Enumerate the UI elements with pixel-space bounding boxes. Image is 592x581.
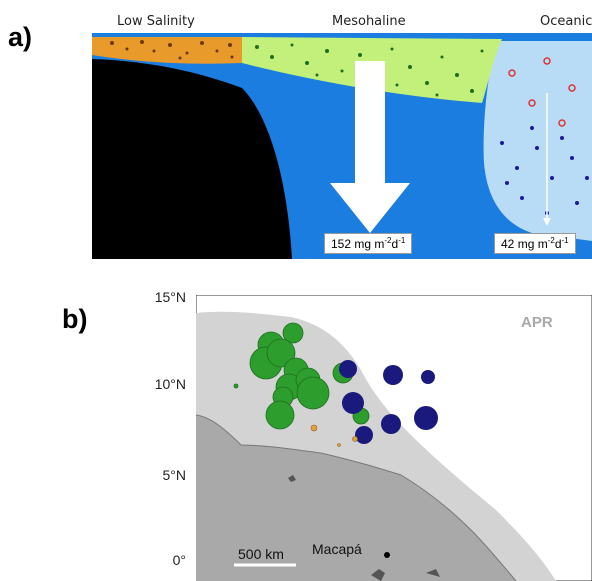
oceanic-region: [483, 41, 592, 241]
low-salinity-particles: [110, 40, 234, 60]
station-orange: [352, 436, 358, 442]
flux-unit: mg m: [517, 237, 548, 251]
flux-arrow-large: [330, 61, 410, 233]
flux-value: 152: [331, 237, 352, 251]
zone-label-low-salinity: Low Salinity: [117, 14, 195, 29]
flux-arrow-small-head: [543, 218, 551, 226]
station-green: [296, 376, 330, 410]
land-mass: [196, 415, 516, 581]
water-column-diagram: [92, 33, 592, 259]
zone-label-oceanic: Oceanic: [540, 14, 592, 29]
panel-b-label: b): [62, 304, 88, 334]
flux-label-oceanic: 42 mg m-2d-1: [494, 233, 576, 254]
station-blue: [383, 365, 403, 385]
station-green: [233, 383, 239, 389]
flux-mid: d: [391, 237, 399, 251]
blue-stations: [339, 360, 438, 444]
flux-value: 42: [501, 237, 515, 251]
orange-stations: [310, 424, 358, 447]
station-orange: [310, 424, 318, 432]
panel-a-label: a): [8, 22, 33, 52]
zone-label-mesohaline: Mesohaline: [332, 14, 406, 29]
island: [426, 569, 440, 577]
seafloor: [92, 59, 292, 259]
city-label-macapa: Macapá: [312, 541, 362, 557]
scale-bar-label: 500 km: [238, 546, 284, 562]
station-blue: [342, 392, 364, 414]
flux-label-mesohaline: 152 mg m-2d-1: [324, 233, 413, 254]
station-orange: [337, 443, 341, 447]
station-blue: [355, 426, 373, 444]
station-blue: [414, 406, 438, 430]
flux-exp2: -1: [561, 236, 569, 245]
flux-exp2: -1: [398, 236, 406, 245]
lat-label-15n: 15°N: [154, 289, 186, 305]
station-map: [196, 295, 592, 581]
flux-unit: mg m: [354, 237, 385, 251]
flux-exp1: -2: [547, 236, 555, 245]
lat-label-10n: 10°N: [154, 376, 186, 392]
station-green: [265, 400, 295, 430]
flux-exp1: -2: [384, 236, 392, 245]
month-label: APR: [521, 314, 553, 331]
station-blue: [421, 370, 435, 384]
flux-mid: d: [554, 237, 562, 251]
island: [288, 475, 296, 482]
station-green: [266, 338, 296, 368]
island: [371, 569, 385, 581]
lat-label-5n: 5°N: [162, 467, 187, 483]
coastline: [196, 414, 517, 581]
station-green: [282, 322, 304, 344]
station-blue: [381, 414, 401, 434]
city-marker: [384, 552, 390, 558]
low-salinity-layer: [92, 37, 242, 64]
station-blue: [339, 360, 357, 378]
lat-label-0: 0°: [172, 552, 186, 568]
